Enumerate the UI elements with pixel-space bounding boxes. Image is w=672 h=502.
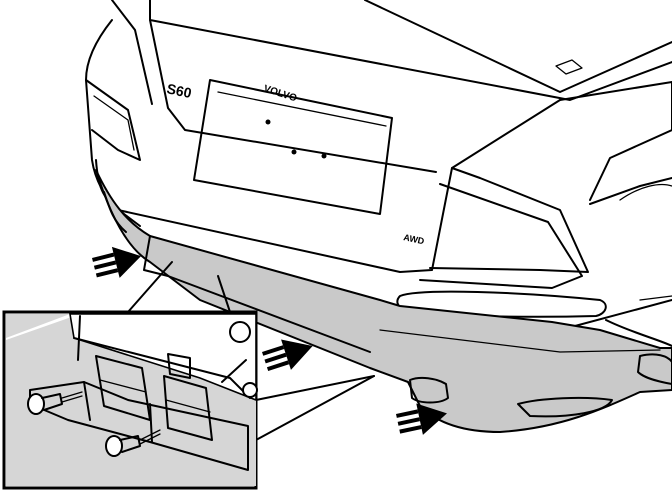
car-body (85, 0, 672, 347)
variant-badge: AWD (403, 232, 426, 246)
direction-arrows (92, 246, 447, 435)
model-badge: S60 (165, 80, 193, 101)
brand-badge: VOLVO (262, 83, 298, 104)
triple-chevron-arrow-icon (262, 339, 313, 372)
triple-chevron-arrow-icon (396, 403, 447, 435)
inset-detail (2, 261, 375, 490)
triple-chevron-arrow-icon (92, 246, 141, 278)
rivet-icon (27, 391, 83, 415)
bumper-cover (95, 169, 672, 433)
rivet-icon (105, 429, 161, 457)
